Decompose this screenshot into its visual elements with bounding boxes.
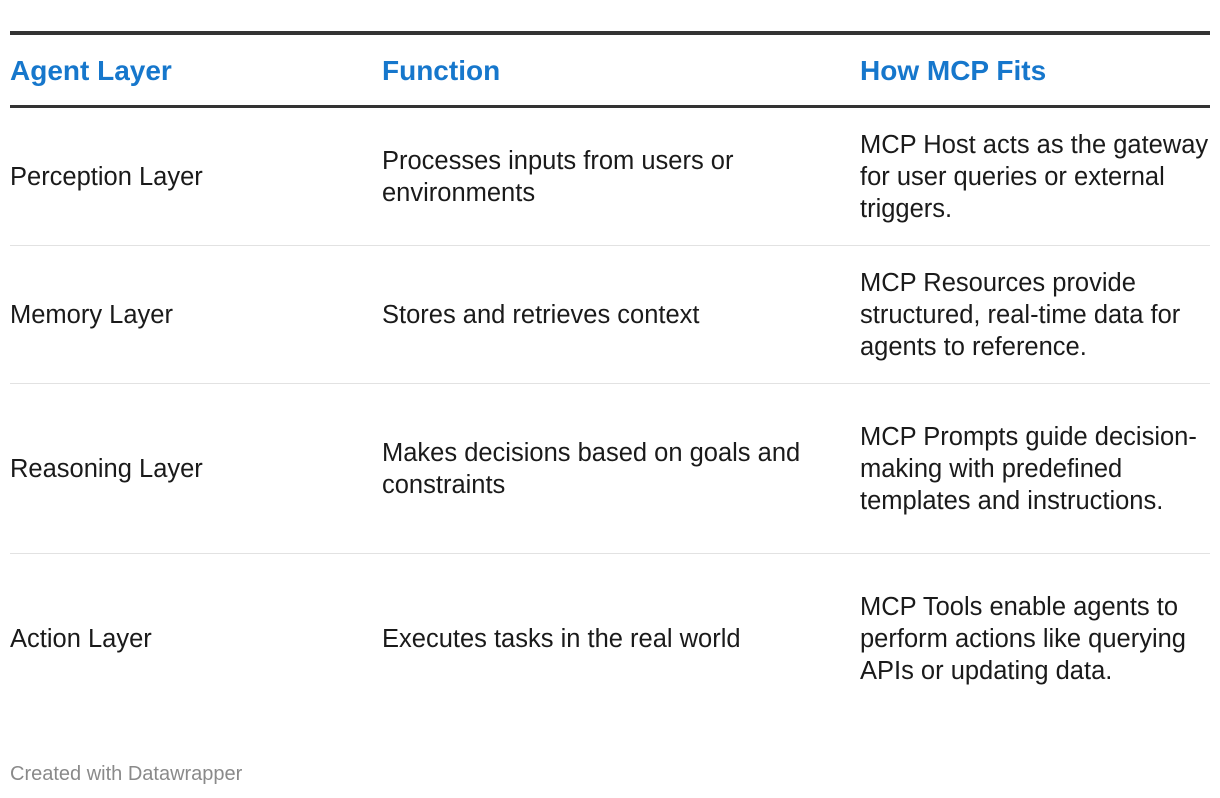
cell-function: Processes inputs from users or environme… <box>382 146 734 207</box>
header-function: Function <box>382 55 501 86</box>
cell-function: Stores and retrieves context <box>382 300 700 329</box>
cell-function: Makes decisions based on goals and const… <box>382 438 801 499</box>
cell-agent-layer: Action Layer <box>10 625 152 653</box>
table-top-rule <box>10 31 1210 35</box>
header-agent-layer: Agent Layer <box>10 55 172 86</box>
datawrapper-credit: Created with Datawrapper <box>10 763 243 785</box>
cell-agent-layer: Memory Layer <box>10 300 173 329</box>
data-table: Agent Layer Function How MCP Fits Percep… <box>10 31 1210 724</box>
table-row: Action Layer Executes tasks in the real … <box>10 554 1210 724</box>
table-row: Memory Layer Stores and retrieves contex… <box>10 246 1210 384</box>
cell-agent-layer: Perception Layer <box>10 162 203 191</box>
cell-how-mcp-fits: MCP Tools enable agents to perform actio… <box>860 593 1186 685</box>
cell-how-mcp-fits: MCP Host acts as the gateway for user qu… <box>860 130 1209 223</box>
cell-how-mcp-fits: MCP Prompts guide decision-making with p… <box>860 422 1197 515</box>
table-row: Reasoning Layer Makes decisions based on… <box>10 384 1210 554</box>
cell-how-mcp-fits: MCP Resources provide structured, real-t… <box>860 268 1181 361</box>
cell-agent-layer: Reasoning Layer <box>10 454 203 483</box>
table-row: Perception Layer Processes inputs from u… <box>10 108 1210 246</box>
header-how-mcp-fits: How MCP Fits <box>860 55 1047 86</box>
table-header-row: Agent Layer Function How MCP Fits <box>10 35 1210 108</box>
cell-function: Executes tasks in the real world <box>382 625 741 653</box>
